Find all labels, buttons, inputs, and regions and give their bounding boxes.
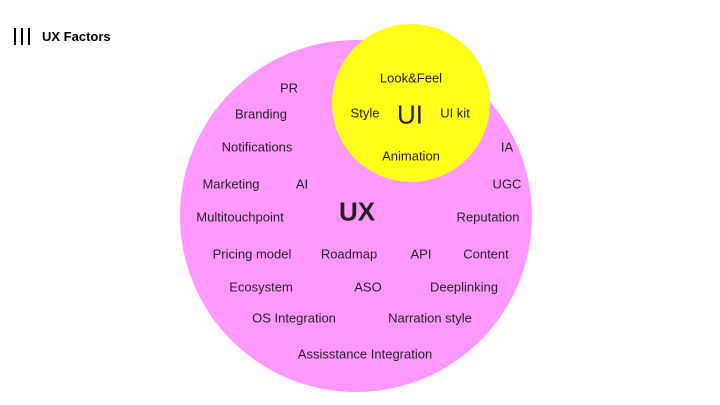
- ux-factor-pr: PR: [279, 80, 299, 96]
- ui-factor-ui-kit: UI kit: [440, 105, 470, 121]
- header: UX Factors: [14, 28, 111, 45]
- ux-factor-pricing-model: Pricing model: [212, 246, 292, 262]
- ux-factor-multitouchpoint: Multitouchpoint: [196, 209, 284, 225]
- ux-factor-notifications: Notifications: [221, 139, 293, 155]
- three-bars-icon[interactable]: [14, 28, 30, 45]
- ux-factor-api: API: [410, 246, 432, 262]
- ui-factor-look-feel: Look&Feel: [379, 70, 443, 86]
- ux-factor-reputation: Reputation: [456, 209, 520, 225]
- ux-factor-ugc: UGC: [492, 176, 522, 192]
- ui-factor-animation: Animation: [382, 148, 440, 164]
- ux-factor-ia: IA: [500, 139, 514, 155]
- ux-factor-os-integration: OS Integration: [252, 310, 336, 326]
- ux-factor-marketing: Marketing: [202, 176, 260, 192]
- ui-title: UI: [397, 99, 423, 130]
- ux-factor-narration-style: Narration style: [388, 310, 472, 326]
- ui-factor-style: Style: [350, 105, 380, 121]
- ux-factor-ecosystem: Ecosystem: [229, 279, 293, 295]
- ux-factor-aso: ASO: [354, 279, 382, 295]
- ux-factor-assisstance-integration: Assisstance Integration: [297, 346, 433, 362]
- ui-circle: [332, 24, 490, 182]
- ux-factor-ai: AI: [295, 176, 309, 192]
- ux-factor-branding: Branding: [234, 106, 288, 122]
- ux-factor-content: Content: [463, 246, 509, 262]
- page-title: UX Factors: [42, 29, 111, 44]
- ux-factor-deeplinking: Deeplinking: [430, 279, 498, 295]
- ux-factor-roadmap: Roadmap: [320, 246, 378, 262]
- ux-title: UX: [338, 196, 376, 227]
